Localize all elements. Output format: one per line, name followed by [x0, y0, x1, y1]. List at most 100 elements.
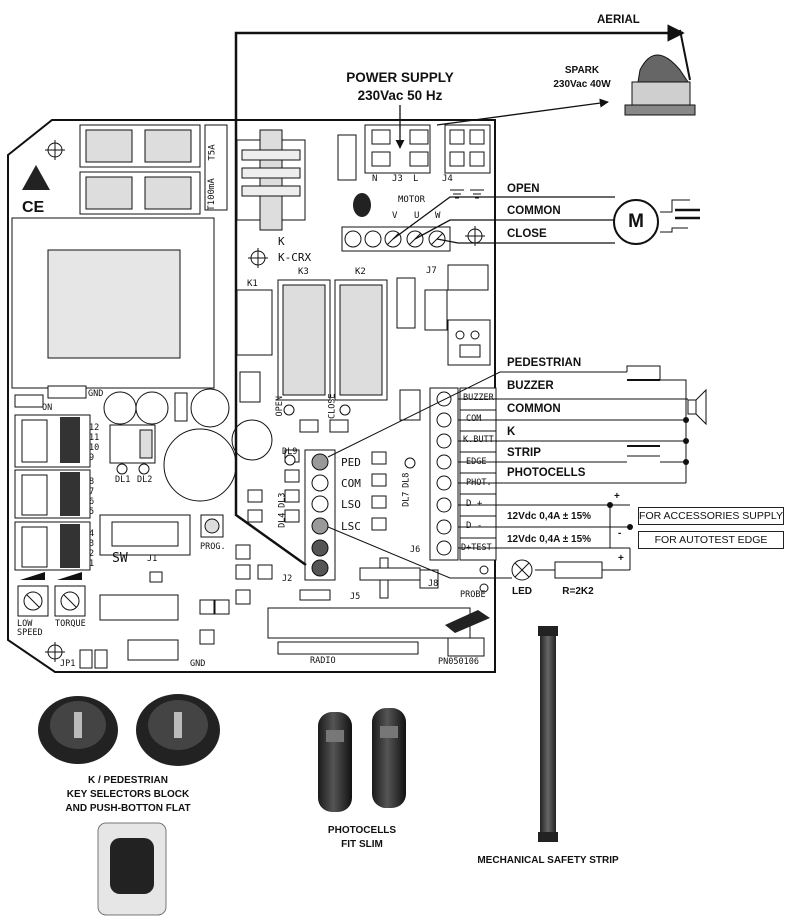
fuse2-label: T100mA	[206, 178, 217, 211]
plus-sign-1: +	[614, 491, 620, 502]
sw-label: SW	[112, 551, 128, 566]
dip-switch-block	[14, 394, 150, 571]
lso-label: LSO	[341, 498, 361, 511]
k2-label: K2	[355, 267, 366, 277]
term-buzzer-label: BUZZER	[463, 393, 494, 403]
dip-number: 10	[89, 443, 100, 453]
j7-label: J7	[426, 266, 437, 276]
v-label: V	[392, 211, 398, 221]
for-accessories-box: FOR ACCESSORIES SUPPLY	[638, 507, 784, 525]
dip-number: 6	[89, 497, 95, 507]
dl3-label: DL3	[277, 492, 288, 508]
j8-label: J8	[428, 579, 439, 589]
motor-icon	[613, 199, 659, 245]
j4-label: J4	[442, 174, 453, 184]
supply-12v-label-1: 12Vdc 0,4A ± 15%	[507, 511, 592, 522]
top-components	[236, 124, 491, 231]
junction-dots	[607, 417, 689, 530]
resistor-label: R=2K2	[562, 586, 594, 597]
power-rating-label: 230Vac 50 Hz	[357, 88, 443, 103]
term-com-label: COM	[466, 414, 482, 424]
term-dtest-label: D+TEST	[461, 543, 492, 553]
resistor-icon	[554, 561, 603, 579]
j1-label: J1	[147, 554, 158, 564]
low-speed-label: LOW SPEED	[17, 619, 43, 639]
for-autotest-box: FOR AUTOTEST EDGE	[638, 531, 784, 549]
pedestrian-label: PEDESTRIAN	[507, 357, 582, 369]
term-dminus-label: D -	[466, 521, 483, 531]
term-edge-label: EDGE	[466, 457, 487, 467]
spark-rating-label: 230Vac 40W	[553, 79, 611, 90]
motor-board-label: MOTOR	[398, 195, 426, 205]
motor-symbol-label: M	[628, 211, 644, 232]
close-label: CLOSE	[507, 228, 547, 240]
key-selector-icon	[38, 694, 220, 766]
gnd-top-label: GND	[88, 389, 104, 399]
dip-number: 12	[89, 423, 100, 433]
prog-label: PROG.	[200, 542, 226, 552]
keys-title-2: KEY SELECTORS BLOCK	[66, 789, 190, 800]
dl8-label: DL8	[401, 472, 412, 488]
dip-number: 9	[89, 453, 95, 463]
torque-label: TORQUE	[55, 619, 86, 629]
k3-label: K3	[298, 267, 309, 277]
term-kbutt-label: K.BUTT.	[463, 435, 499, 445]
keys-title-1: K / PEDESTRIAN	[87, 775, 169, 786]
dl4-label: DL4	[277, 512, 288, 528]
dip-number: 5	[89, 507, 95, 517]
pn-label: PN050106	[438, 657, 479, 667]
com-label: COM	[341, 477, 361, 490]
led-label: LED	[512, 586, 532, 597]
center-terminal-block	[247, 389, 421, 581]
motor-terminal-block	[341, 226, 451, 252]
dip-number: 7	[89, 487, 95, 497]
gnd-bottom-label: GND	[190, 659, 206, 669]
photocells-icon	[318, 708, 406, 812]
right-terminal-block	[429, 387, 497, 561]
bottom-components	[17, 514, 490, 669]
supply-12v-label-2: 12Vdc 0,4A ± 15%	[507, 534, 592, 545]
dl9-label: DL9	[282, 447, 298, 457]
safety-strip-icon	[538, 626, 558, 842]
radio-label: RADIO	[310, 656, 336, 666]
dl2-label: DL2	[137, 475, 153, 485]
n-label: N	[372, 174, 378, 184]
dl7-label: DL7	[401, 491, 412, 507]
keys-title-3: AND PUSH-BOTTON FLAT	[65, 803, 191, 814]
plus-sign-2: +	[618, 553, 624, 564]
dip-number: 1	[89, 559, 95, 569]
j2-label: J2	[282, 574, 293, 584]
transformer	[11, 217, 215, 389]
open-label: OPEN	[507, 183, 540, 195]
dl1-label: DL1	[115, 475, 131, 485]
probe-label: PROBE	[460, 590, 486, 600]
buzzer-icon	[687, 388, 707, 426]
j5-label: J5	[350, 592, 361, 602]
k-label: K	[507, 426, 516, 438]
dip-number: 2	[89, 549, 95, 559]
w-label: W	[435, 211, 441, 221]
dip-number: 11	[89, 433, 100, 443]
j6-label: J6	[410, 545, 421, 555]
spark-lamp-icon	[624, 29, 696, 116]
dip-number: 8	[89, 477, 95, 487]
ped-label: PED	[341, 456, 361, 469]
photocells-title-1: PHOTOCELLS	[327, 825, 397, 836]
ce-mark: CE	[22, 199, 45, 216]
buzzer-label: BUZZER	[507, 380, 554, 392]
dip-number: 3	[89, 539, 95, 549]
capacitors	[47, 371, 273, 502]
common-motor-label: COMMON	[507, 205, 561, 217]
spark-label: SPARK	[564, 65, 600, 76]
push-button-icon	[97, 822, 167, 916]
common-aux-label: COMMON	[507, 403, 561, 415]
k-mark-label: K	[278, 235, 285, 248]
dip-number: 4	[89, 529, 95, 539]
open-led-label: OPEN	[274, 396, 285, 417]
led-icon	[511, 559, 533, 581]
power-supply-label: POWER SUPPLY	[346, 70, 454, 85]
safety-strip-title: MECHANICAL SAFETY STRIP	[477, 855, 619, 866]
wiring	[234, 24, 700, 579]
